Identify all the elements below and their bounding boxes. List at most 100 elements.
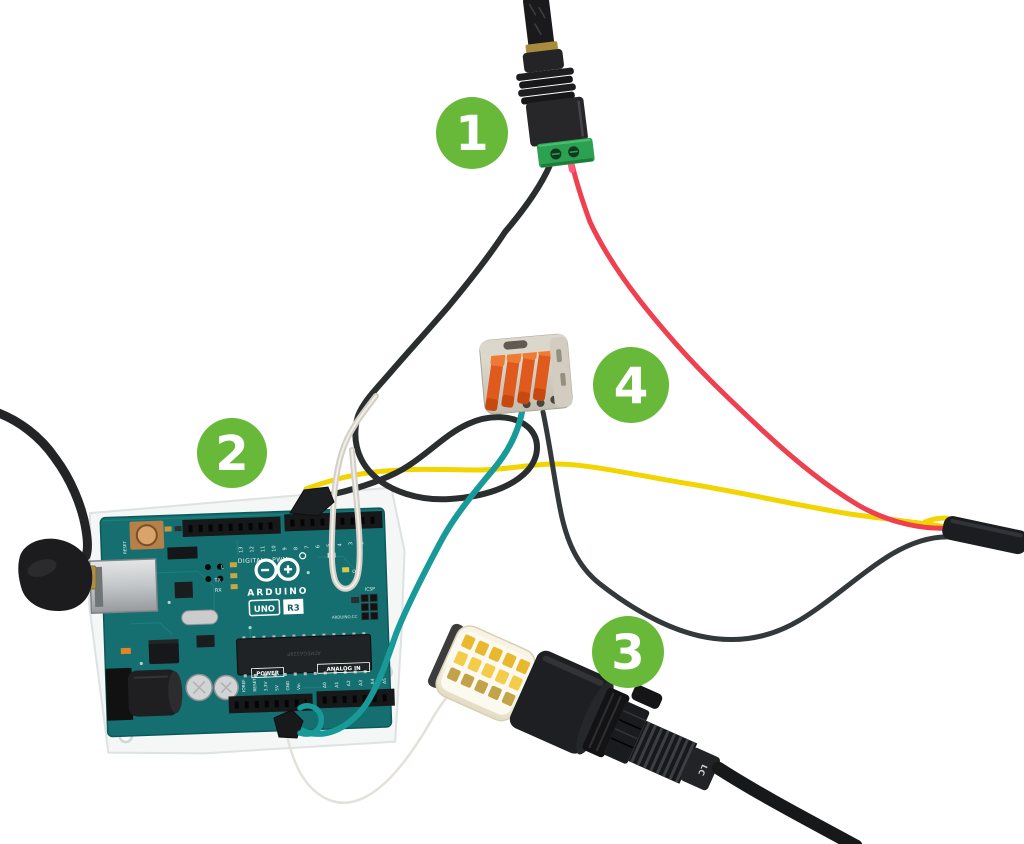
power-pin-labels: IOREF RESET 3.3V 5V GND Vin	[241, 678, 301, 692]
svg-text:5V: 5V	[274, 685, 279, 691]
chip-legs-bottom	[243, 670, 368, 678]
hex-facet	[610, 737, 634, 749]
svg-text:3.3V: 3.3V	[263, 681, 268, 691]
svg-text:A1: A1	[334, 681, 340, 687]
dark-return-wire	[540, 409, 955, 642]
svg-text:A0: A0	[322, 682, 328, 688]
power-label: POWER	[256, 671, 280, 678]
gland-rib	[588, 692, 615, 749]
l-led-label: L	[221, 565, 224, 571]
hex-facet	[614, 728, 638, 740]
arduino-logo	[254, 552, 307, 582]
rx-label: RX	[215, 588, 223, 594]
icsp-label: ICSP	[365, 586, 376, 592]
usb-plug-body	[18, 538, 93, 612]
wire-sleeve	[942, 516, 1024, 555]
reset-button	[135, 524, 158, 547]
terminal-shadow	[540, 158, 593, 168]
badge-number: 4	[614, 357, 649, 415]
screw-slot	[569, 150, 578, 154]
svg-text:11: 11	[260, 546, 266, 553]
pcb-traces	[129, 540, 354, 689]
svg-text:RESET: RESET	[252, 678, 257, 692]
teal-wire-hook	[297, 703, 324, 737]
r3-box	[283, 598, 304, 615]
analog-label-box	[317, 662, 371, 674]
hex-facet	[618, 719, 642, 731]
chip-legs-top	[242, 632, 367, 640]
callout-badge-4: 4	[593, 347, 669, 423]
connector-test-slot	[556, 349, 562, 363]
socket-highlight	[542, 655, 604, 686]
badge-number: 3	[611, 625, 644, 681]
voltage-regulator-body	[148, 643, 180, 665]
led-bulb-assembly: LC	[427, 623, 720, 791]
connector-side-ledge	[549, 336, 573, 408]
callout-badge-3: 3	[592, 616, 664, 688]
jack-body	[525, 96, 588, 147]
icsp-header	[360, 593, 379, 621]
header-block	[167, 546, 198, 560]
black-supply-wire	[315, 162, 553, 503]
terminal-highlight	[538, 138, 591, 148]
badge-number: 2	[215, 426, 248, 482]
analog-label: ANALOG IN	[326, 666, 361, 673]
led-chips	[446, 634, 531, 707]
header-sockets	[188, 522, 277, 533]
power-header	[228, 693, 314, 714]
uno-box	[248, 598, 281, 617]
svg-text:12: 12	[249, 546, 255, 553]
dc-power-jack-flange	[105, 667, 134, 721]
capacitor-vent	[192, 680, 206, 695]
svg-text:A3: A3	[358, 680, 364, 686]
svg-text:A2: A2	[346, 680, 352, 686]
teal-wire	[290, 409, 525, 737]
gland-rib	[595, 695, 622, 752]
spade-connector-top	[289, 486, 335, 517]
hex-facet	[622, 709, 646, 722]
tx-label: TX	[213, 578, 221, 584]
callout-badge-2: 2	[197, 418, 267, 488]
lever-connector	[479, 333, 573, 415]
capacitor-vent	[220, 681, 232, 694]
jack-highlight	[133, 675, 168, 679]
badge-number: 1	[455, 106, 488, 162]
uno-label: UNO	[254, 604, 276, 615]
svg-text:3: 3	[348, 542, 354, 545]
smd-ic	[174, 581, 194, 599]
gland-tab	[631, 685, 663, 709]
jack-body-highlight	[577, 100, 585, 137]
svg-text:10: 10	[271, 545, 277, 552]
yellow-wire	[303, 461, 971, 538]
crystal-oscillator	[181, 609, 219, 626]
jumper-pads	[204, 563, 224, 583]
jack-strain-relief	[516, 67, 576, 105]
power-label-box	[251, 667, 285, 679]
connector-top-slot	[503, 340, 528, 350]
usb-plug-highlight	[27, 559, 57, 577]
arduino-cc-label: ARDUINO.CC	[332, 614, 358, 620]
thread-ridges	[630, 721, 696, 783]
svg-text:IOREF: IOREF	[241, 679, 246, 692]
svg-text:6: 6	[315, 545, 321, 548]
svg-text:A4: A4	[370, 678, 376, 684]
arduino-brand: ARDUINO	[247, 587, 309, 599]
dc-power-jack-end	[168, 671, 183, 714]
header-sockets	[234, 699, 307, 709]
svg-text:A5: A5	[382, 678, 388, 684]
svg-text:GND: GND	[285, 681, 290, 691]
chip-marking: ATMEGA328P	[287, 649, 321, 656]
dc-power-jack-barrel	[127, 669, 179, 717]
svg-text:4: 4	[337, 543, 343, 546]
svg-text:7: 7	[304, 545, 310, 548]
jack-cable	[523, 0, 555, 50]
spade-connector-bottom	[273, 709, 304, 739]
reset-label: RESET	[122, 541, 127, 555]
gland-end-hex	[680, 747, 720, 791]
connector-test-slot	[560, 372, 566, 386]
white-loop-wire-highlight	[330, 395, 377, 590]
gland-marking: LC	[696, 763, 709, 777]
analog-pin-labels: A0 A1 A2 A3 A4 A5	[322, 678, 388, 688]
